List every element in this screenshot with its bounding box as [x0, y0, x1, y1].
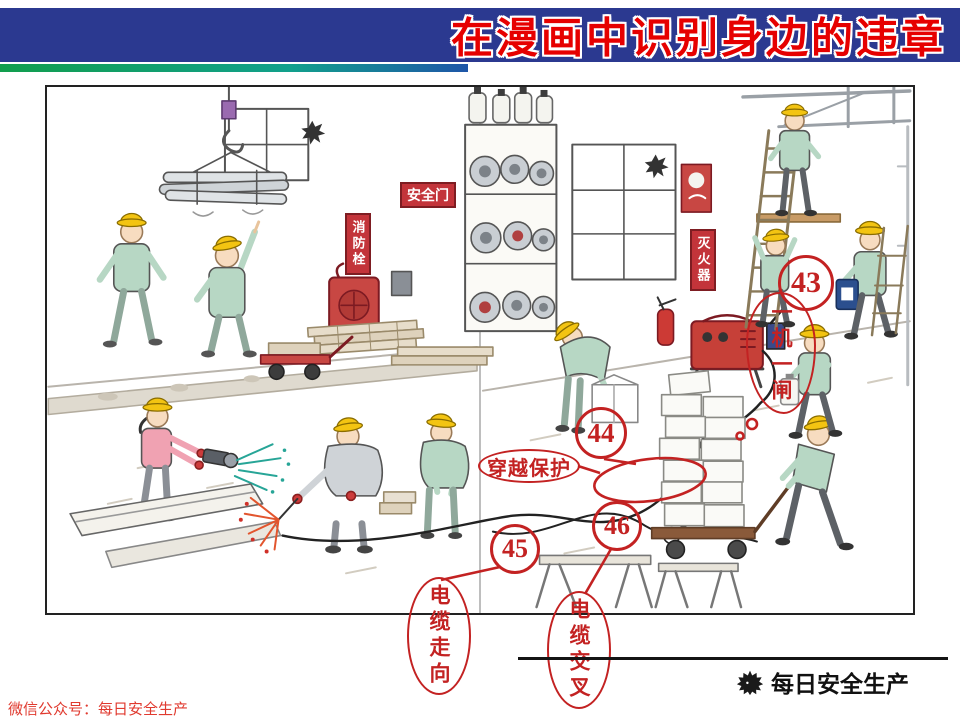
brand-name: 每日安全生产 — [771, 671, 909, 697]
worker-carrying-can — [835, 220, 898, 340]
worker-on-scaffold — [768, 103, 822, 217]
worker-walking — [96, 212, 167, 348]
cartoon-scene — [47, 87, 912, 613]
worker-pushing-cart — [775, 412, 854, 551]
accent-line — [0, 64, 468, 72]
worker-bending — [548, 315, 639, 434]
window-left — [223, 107, 326, 182]
brand-footer: 每日安全生产 — [736, 665, 909, 699]
steel-channels — [69, 483, 282, 569]
weld-sparks — [243, 496, 280, 551]
hedgehog-logo-icon — [736, 668, 764, 696]
block-cart — [650, 370, 793, 560]
worker-climbing-ladder — [752, 227, 798, 328]
worker-crouching — [419, 411, 470, 540]
parts-shelf — [464, 87, 558, 333]
fire-extinguisher-sign: 灭火器 — [690, 229, 716, 291]
window-right — [571, 143, 677, 281]
worker-grinding — [138, 397, 291, 522]
cartoon-illustration: 安全门 消防栓 灭火器 — [45, 85, 915, 615]
worker-signaling — [193, 220, 261, 358]
fire-extinguisher — [656, 296, 677, 346]
footer-divider-line — [518, 657, 948, 660]
page-title: 在漫画中识别身边的违章 — [450, 16, 946, 63]
wall-poster — [680, 163, 713, 213]
fire-hydrant-sign: 消防栓 — [345, 213, 371, 275]
header-bar: 在漫画中识别身边的违章 — [0, 8, 960, 63]
grinder-sparks — [233, 443, 282, 491]
scaffold — [741, 87, 912, 387]
worker-welding — [238, 415, 417, 554]
hand-trolley — [259, 335, 354, 381]
wechat-account-note: 微信公众号：每日安全生产 — [8, 701, 189, 718]
safety-door-sign: 安全门 — [400, 182, 456, 208]
crane-hook-load — [158, 87, 290, 217]
trestles — [535, 554, 743, 609]
